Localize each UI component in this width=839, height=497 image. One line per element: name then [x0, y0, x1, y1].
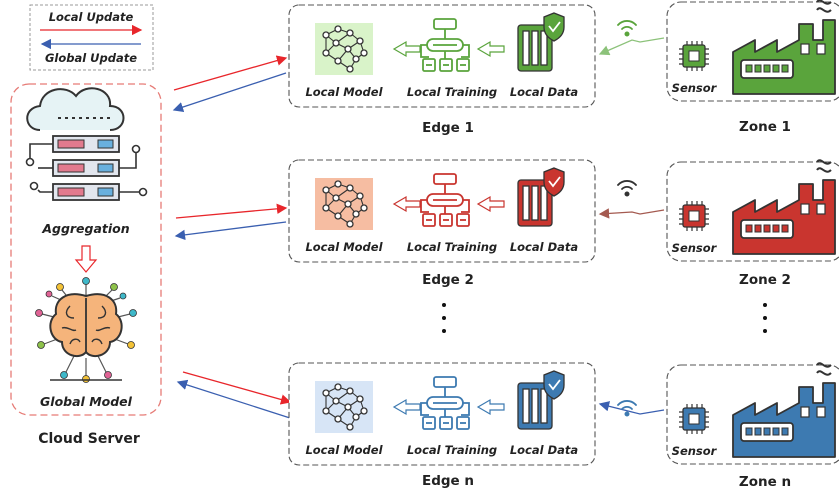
- zone-ellipsis: [763, 303, 767, 333]
- local-data-label: Local Data: [510, 85, 579, 99]
- factory-icon: [732, 159, 836, 255]
- zone-1: Sensor: [666, 0, 839, 102]
- local-training-label: Local Training: [407, 443, 497, 457]
- training-to-model-arrow: [392, 398, 421, 416]
- brain-icon: [35, 277, 137, 383]
- factory-icon: [732, 362, 836, 458]
- sensor-icon: [679, 404, 709, 434]
- sensor-icon: [679, 41, 709, 71]
- edge-title: Edge n: [422, 473, 474, 489]
- data-to-training-arrow: [476, 40, 505, 58]
- local-update-arrow-edge-1: [173, 55, 288, 91]
- training-to-model-arrow: [392, 40, 421, 58]
- local-training-label: Local Training: [407, 85, 497, 99]
- sensor-label: Sensor: [672, 241, 718, 255]
- legend: Local Update Global Update: [29, 4, 154, 71]
- wireless-link-zone-3: [598, 400, 665, 417]
- wifi-icon: [617, 180, 637, 197]
- zone-title: Zone 2: [739, 272, 791, 288]
- edge-1: Local Model Local Training Local Data: [288, 4, 596, 108]
- training-to-model-arrow: [392, 195, 421, 213]
- cloud-server-icon: [25, 87, 148, 201]
- global-update-arrow-edge-n: [176, 379, 291, 419]
- zone-3: Sensor: [666, 362, 839, 465]
- wireless-link-zone-1: [598, 20, 665, 56]
- wifi-icon: [617, 400, 637, 417]
- local-training-icon: [420, 18, 470, 72]
- aggregation-to-model-arrow: [74, 245, 98, 273]
- edge-ellipsis: [442, 303, 446, 333]
- local-update-arrow-edge-n: [182, 371, 292, 405]
- global-model-label: Global Model: [40, 394, 133, 409]
- cloud-server-title: Cloud Server: [38, 431, 140, 447]
- local-model-icon: [315, 381, 373, 433]
- local-training-icon: [420, 173, 470, 227]
- local-data-label: Local Data: [510, 240, 579, 254]
- global-update-arrow-edge-2: [174, 221, 287, 241]
- local-model-icon: [315, 178, 373, 230]
- data-to-training-arrow: [476, 398, 505, 416]
- data-to-training-arrow: [476, 195, 505, 213]
- sensor-label: Sensor: [672, 81, 718, 95]
- local-model-label: Local Model: [305, 443, 383, 457]
- zone-title: Zone 1: [739, 119, 791, 135]
- global-update-arrow-edge-1: [172, 72, 287, 113]
- legend-global-update: Global Update: [45, 51, 137, 65]
- wifi-icon: [617, 20, 637, 37]
- edge-title: Edge 2: [422, 272, 474, 288]
- local-model-label: Local Model: [305, 240, 383, 254]
- local-model-icon: [315, 23, 373, 75]
- local-model-label: Local Model: [305, 85, 383, 99]
- local-data-icon: [517, 12, 565, 72]
- sensor-label: Sensor: [672, 444, 718, 458]
- wireless-link-zone-2: [598, 180, 665, 219]
- factory-icon: [732, 0, 836, 95]
- edge-title: Edge 1: [422, 120, 474, 136]
- cloud-server: Aggregation: [10, 83, 162, 416]
- local-data-icon: [517, 167, 565, 227]
- edge-2: Local Model Local Training Local Data: [288, 159, 596, 263]
- zone-title: Zone n: [739, 474, 791, 490]
- local-training-icon: [420, 376, 470, 430]
- local-training-label: Local Training: [407, 240, 497, 254]
- local-data-label: Local Data: [510, 443, 579, 457]
- update-arrows: [172, 55, 292, 419]
- zone-2: Sensor: [666, 159, 839, 262]
- edge-3: Local Model Local Training Local Data: [288, 362, 596, 466]
- local-data-icon: [517, 370, 565, 430]
- aggregation-label: Aggregation: [41, 221, 129, 236]
- local-update-arrow-edge-2: [175, 203, 288, 219]
- legend-local-update: Local Update: [49, 10, 134, 24]
- sensor-icon: [679, 201, 709, 231]
